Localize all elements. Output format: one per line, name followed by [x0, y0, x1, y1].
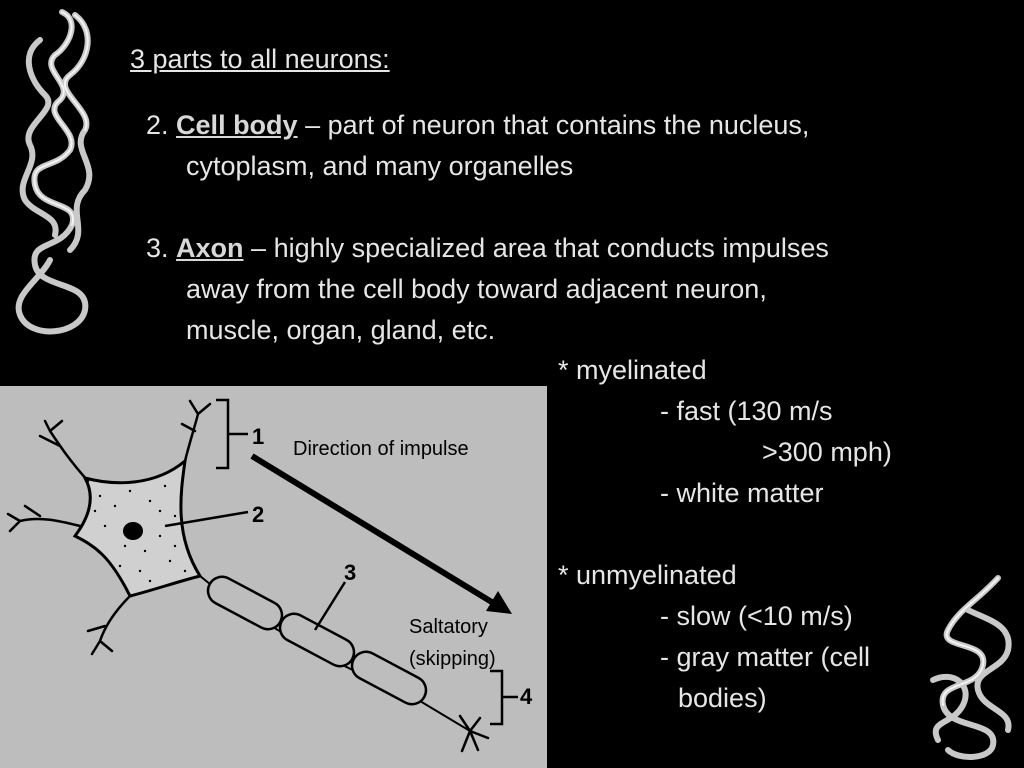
unmyelinated-speed: - slow (<10 m/s)	[660, 601, 853, 631]
cell-body-term: Cell body	[176, 110, 298, 140]
protein-ribbon-right-decoration	[930, 575, 1012, 760]
myelin-sheath	[206, 575, 428, 706]
unmyelinated-matter-line1: - gray matter (cell	[660, 642, 871, 672]
cell-body-definition: 2. Cell body – part of neuron that conta…	[146, 105, 809, 187]
protein-ribbon-left-decoration	[15, 9, 93, 335]
myelinated-label: * myelinated	[558, 355, 707, 385]
myelinated-speed: - fast (130 m/s	[660, 396, 833, 426]
myelinated-matter: - white matter	[660, 478, 824, 508]
saltatory-label-line1: Saltatory	[409, 616, 488, 638]
axon-terminal	[458, 714, 490, 753]
axon-text-line3: muscle, organ, gland, etc.	[186, 315, 496, 345]
unmyelinated-matter-line2: bodies)	[678, 683, 767, 713]
neuron-drawing	[6, 398, 518, 753]
neuron-diagram: 1 2 3 4 Direction of impulse Saltatory (…	[0, 386, 547, 768]
axon-definition: 3. Axon – highly specialized area that c…	[146, 228, 829, 351]
callout-1: 1	[252, 424, 265, 449]
callout-4: 4	[520, 684, 533, 709]
unmyelinated-label: * unmyelinated	[558, 560, 737, 590]
cell-body-text-line1: – part of neuron that contains the nucle…	[297, 110, 810, 140]
neuron-nucleus	[123, 522, 143, 540]
direction-of-impulse-label: Direction of impulse	[293, 438, 469, 460]
axon-text-line2: away from the cell body toward adjacent …	[186, 274, 767, 304]
myelinated-speed-mph: >300 mph)	[762, 437, 892, 467]
item-number: 3.	[146, 233, 169, 263]
item-number: 2.	[146, 110, 169, 140]
cytoplasm-stipple	[93, 484, 187, 583]
callout-3: 3	[344, 560, 357, 585]
cell-body-text-line2: cytoplasm, and many organelles	[186, 151, 574, 181]
saltatory-label-line2: (skipping)	[409, 648, 496, 670]
axon-text-line1: – highly specialized area that conducts …	[243, 233, 829, 263]
impulse-arrow	[250, 453, 497, 607]
slide-heading: 3 parts to all neurons:	[130, 44, 390, 74]
callout-2: 2	[252, 502, 265, 527]
axon-term: Axon	[176, 233, 244, 263]
